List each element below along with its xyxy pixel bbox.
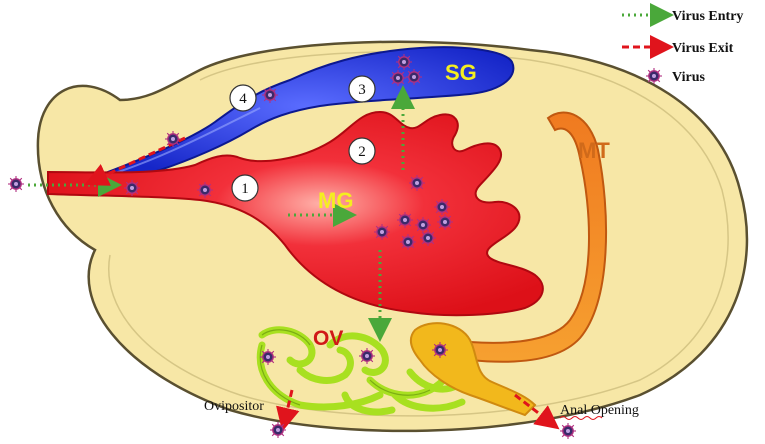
step-2-marker: 2 [348,137,376,165]
exit-arrow-sg [84,136,186,186]
virus-particle [431,341,449,359]
ovipositor-label: Ovipositor [204,399,264,414]
virus-particle [164,130,182,148]
virus-particle [373,223,391,241]
ovary-outline [259,329,431,406]
legend: Virus Entry Virus Exit Virus [622,3,743,85]
virus-particle [559,422,577,440]
virus-particle [433,198,451,216]
step-2-label: 2 [358,144,366,160]
sg-label: SG [445,60,477,85]
step-circles: 1 2 3 4 [229,75,376,202]
exit-arrow-anal [514,393,560,430]
anal-opening-label: Anal Opening [560,403,639,418]
virus-particle [396,211,414,229]
virus-particle [358,347,376,365]
legend-virus-icon [645,67,663,85]
legend-entry-label: Virus Entry [672,9,743,24]
virus-particle [408,174,426,192]
virus-particle [259,348,277,366]
step-1-marker: 1 [231,174,259,202]
step-3-marker: 3 [348,75,376,103]
virus-particle [395,53,413,71]
exit-arrows [84,136,560,432]
virus-particle [389,69,407,87]
ov-label: OV [313,327,343,350]
anal-opening-squiggle [559,416,603,420]
legend-exit-label: Virus Exit [672,41,734,56]
virus-particle [269,421,287,439]
virus-particle [123,179,141,197]
entry-arrows [28,85,415,342]
salivary-duct-highlight [104,107,261,177]
mg-label: MG [318,188,353,213]
step-4-marker: 4 [229,84,257,112]
virus-particle [419,229,437,247]
mt-label: MT [578,138,610,163]
virus-particle [261,86,279,104]
virus-particle [196,181,214,199]
virus-particle [436,213,454,231]
exit-arrow-ovipositor [276,389,300,432]
step-1-label: 1 [241,181,249,197]
virus-particle [7,175,25,193]
step-3-label: 3 [358,82,366,98]
virus-particle [399,233,417,251]
virus-particle [414,216,432,234]
legend-virus-label: Virus [672,70,705,85]
virus-particle [405,68,423,86]
step-4-label: 4 [239,91,247,107]
